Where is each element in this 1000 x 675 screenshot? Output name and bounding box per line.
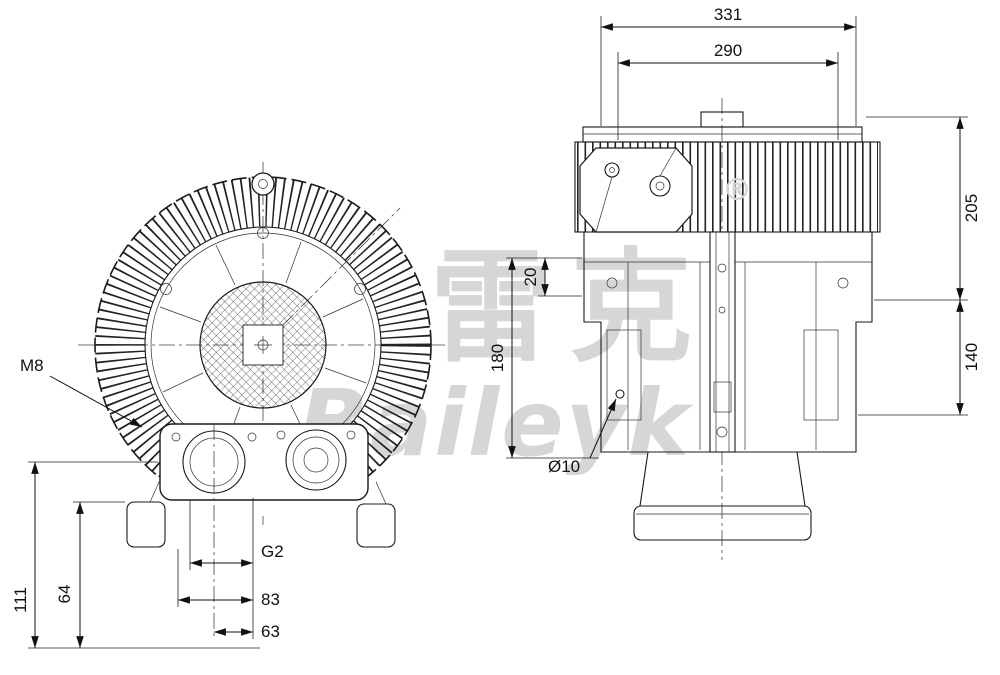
dim-64-label: 64 <box>55 585 74 604</box>
dim-290-label: 290 <box>714 41 742 60</box>
shaft-column <box>709 231 736 453</box>
dim-63-label: 63 <box>261 622 280 641</box>
body-rib-lines <box>627 262 817 450</box>
lifting-eye <box>251 172 275 196</box>
shaft-column-detail <box>713 232 732 452</box>
base-plate <box>633 505 812 541</box>
dim-20-label: 20 <box>521 268 540 287</box>
dim-140-label: 140 <box>962 343 981 371</box>
mounting-foot-right <box>356 503 396 548</box>
body-pocket-left <box>606 329 642 421</box>
dim-331-label: 331 <box>714 5 742 24</box>
body-bolt-right <box>837 277 849 289</box>
dia10-hole <box>615 389 625 399</box>
leader-dia10 <box>589 398 617 459</box>
bolt-hole <box>354 283 366 295</box>
dimension-annotations: 331 290 205 140 180 20 Ø10 M8 <box>11 5 981 649</box>
foot-gussets <box>149 479 387 505</box>
cover-bolt-center <box>609 167 615 173</box>
dim-180-label: 180 <box>488 344 507 372</box>
body-bolt-left <box>606 277 618 289</box>
bolt-hole <box>160 283 172 295</box>
watermark: 雷克 Baileyk <box>298 237 710 477</box>
port-housing <box>159 423 369 501</box>
port-right-bore <box>292 436 340 484</box>
watermark-registered: ® <box>722 173 752 208</box>
port-right-core <box>303 447 329 473</box>
watermark-cjk: 雷克 <box>430 237 710 379</box>
mounting-foot-left <box>126 501 166 548</box>
front-view <box>78 162 448 548</box>
fin-ring <box>95 177 431 513</box>
leader-m8 <box>49 375 143 428</box>
top-cap <box>582 126 863 143</box>
dim-g2-label: G2 <box>261 542 284 561</box>
cover-ribs <box>595 147 677 233</box>
lifting-eye-hole <box>258 179 268 189</box>
port-housing-bolts <box>171 430 356 442</box>
body-pocket-right <box>803 329 839 421</box>
dim-m8-label: M8 <box>20 356 44 375</box>
bottom-bell <box>639 451 806 507</box>
side-view <box>574 98 881 560</box>
bolt-hole <box>257 227 269 239</box>
dim-111-label: 111 <box>11 587 30 613</box>
dim-83-label: 83 <box>261 590 280 609</box>
fan-cover-plate <box>579 147 693 233</box>
dim-dia10-label: Ø10 <box>548 457 580 476</box>
port-right <box>285 429 347 491</box>
cover-boss-center <box>655 181 665 191</box>
mask <box>196 496 334 516</box>
dim-205-label: 205 <box>962 194 981 222</box>
